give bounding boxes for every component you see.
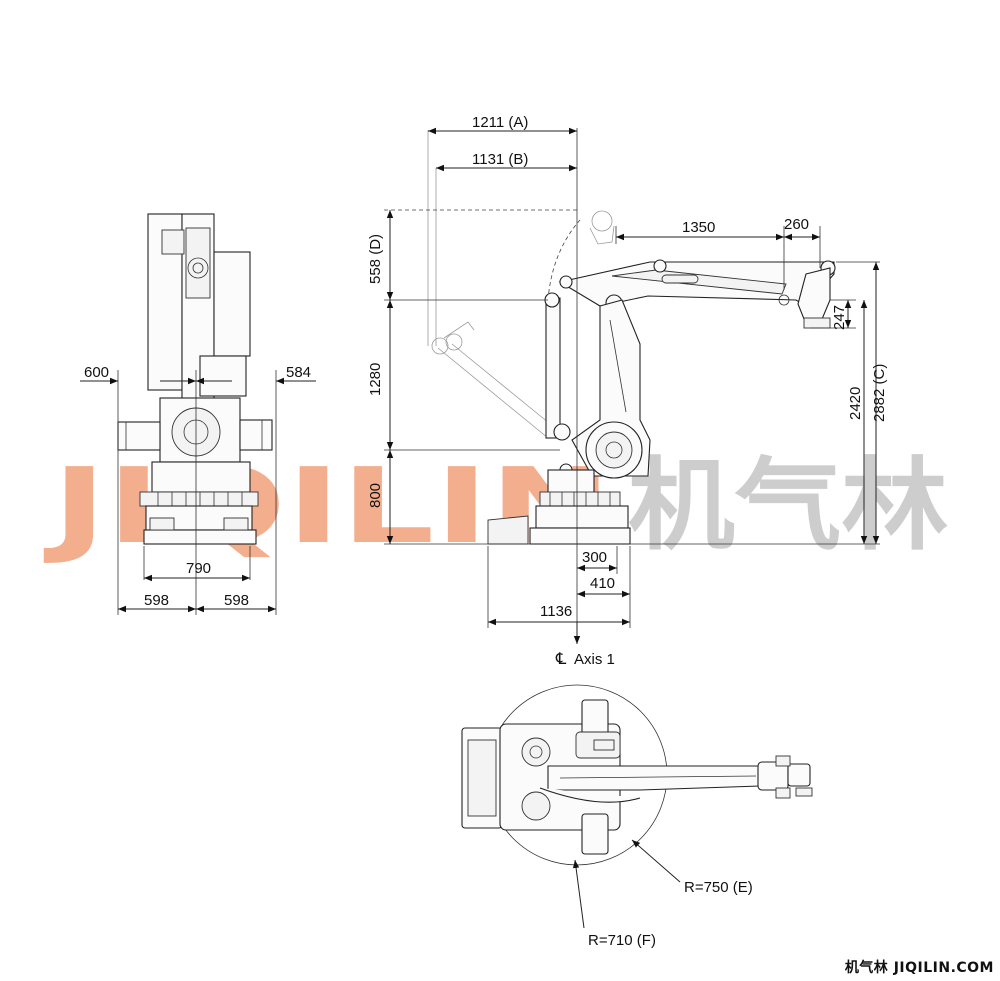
dim-1280: 1280 — [367, 363, 384, 396]
dim-260: 260 — [784, 216, 809, 233]
footer-brand-cjk: 机气林 — [844, 960, 889, 976]
dim-790: 790 — [186, 560, 211, 577]
axis-1-label: Axis 1 — [574, 651, 615, 668]
dim-410: 410 — [590, 575, 615, 592]
dim-800: 800 — [367, 483, 384, 508]
dim-598-left: 598 — [144, 592, 169, 609]
dim-1136: 1136 — [540, 603, 572, 620]
dim-r710-f: R=710 (F) — [588, 932, 656, 949]
dim-r750-e: R=750 (E) — [684, 879, 753, 896]
dim-reach-b: 1131 (B) — [472, 151, 528, 168]
top-view-dimensions: R=750 (E) R=710 (F) — [572, 839, 753, 949]
footer-brand-url: JIQILIN.COM — [893, 960, 994, 976]
dim-600: 600 — [84, 364, 109, 381]
dim-584: 584 — [286, 364, 311, 381]
dim-300: 300 — [582, 549, 607, 566]
watermark-cjk: 机气林 — [628, 447, 948, 564]
dim-247: 247 — [831, 305, 848, 330]
side-view-dimensions: ℄ 1211 (A) 1131 (B) 558 (D) 1280 800 135… — [367, 114, 888, 668]
watermark-latin: JIQILIN — [44, 445, 612, 567]
centerline-icon: ℄ — [555, 649, 567, 668]
side-view — [427, 130, 836, 545]
dim-2420: 2420 — [847, 387, 864, 420]
dim-2882-c: 2882 (C) — [871, 364, 888, 422]
watermark: JIQILIN 机气林 — [44, 445, 948, 567]
dim-558-d: 558 (D) — [367, 234, 384, 284]
top-view — [461, 684, 813, 866]
dim-598-right: 598 — [224, 592, 249, 609]
front-view — [117, 213, 273, 545]
dim-reach-a: 1211 (A) — [472, 114, 528, 131]
dim-1350: 1350 — [682, 219, 715, 236]
footer-brand: 机气林 JIQILIN.COM — [845, 957, 994, 977]
front-view-dimensions: 600 584 790 598 598 — [80, 364, 316, 615]
